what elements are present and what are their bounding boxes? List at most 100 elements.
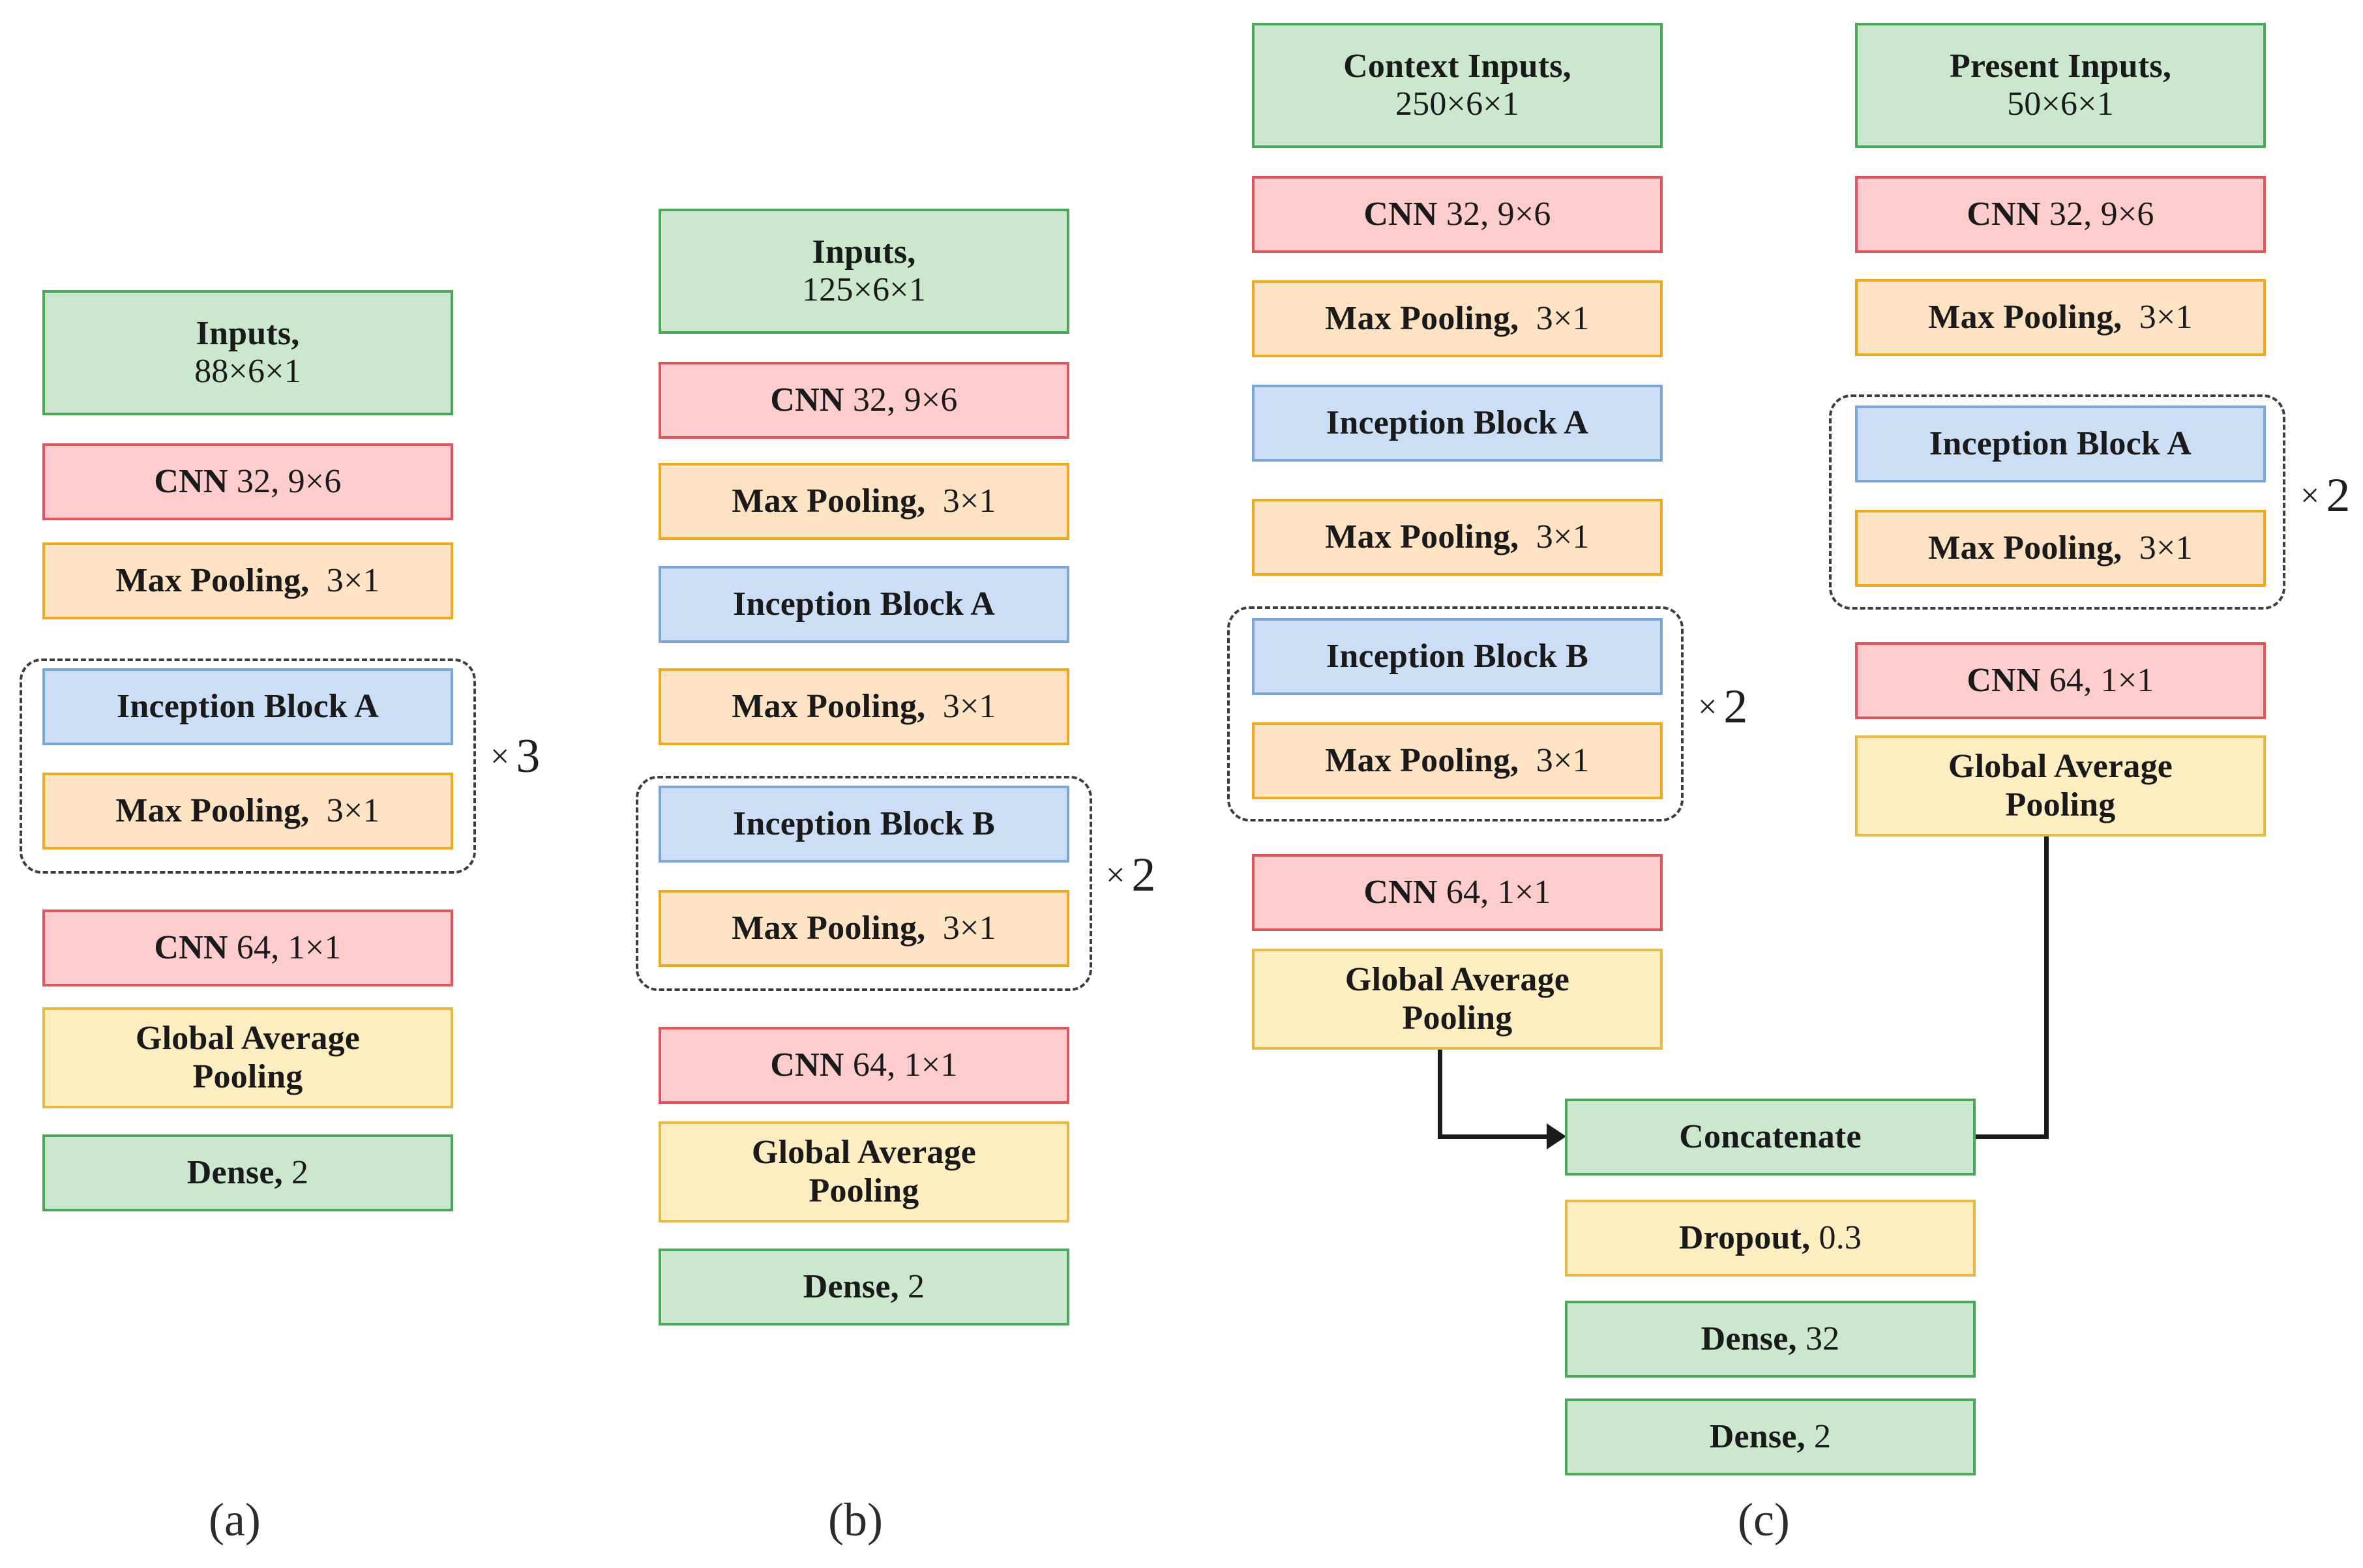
repeat-count-a: × 3 xyxy=(490,729,540,784)
layer-box-cnn64-a: CNN 64, 1×1 xyxy=(42,910,453,986)
layer-box-gap-a: Global Average Pooling xyxy=(42,1007,453,1108)
multiply-icon: × xyxy=(1106,857,1125,894)
layer-arg: 0.3 xyxy=(1819,1219,1862,1256)
layer-title: Max Pooling, xyxy=(1325,518,1519,555)
layer-arg: 2 xyxy=(908,1267,925,1305)
layer-title: Global Average xyxy=(135,1020,361,1058)
layer-box-maxpool-a-1: Max Pooling, 3×1 xyxy=(42,542,453,619)
layer-title: Global Average xyxy=(1948,748,2173,786)
layer-box-present-inputs: Present Inputs, 50×6×1 xyxy=(1855,23,2266,148)
layer-box-maxpool-b-3: Max Pooling, 3×1 xyxy=(659,890,1069,967)
multiply-icon: × xyxy=(2300,477,2320,514)
layer-title: Max Pooling, xyxy=(1928,529,2122,567)
layer-arg: 3×1 xyxy=(1536,299,1590,337)
connector-context-vertical xyxy=(1438,1050,1442,1138)
layer-arg: 32, 9×6 xyxy=(236,462,342,500)
layer-box-cnn64-c-ctx: CNN 64, 1×1 xyxy=(1252,854,1663,931)
layer-arg: 3×1 xyxy=(942,687,996,725)
layer-title: Max Pooling, xyxy=(115,561,310,599)
layer-box-maxpool-c-ctx-2: Max Pooling, 3×1 xyxy=(1252,499,1663,576)
layer-box-cnn32-b: CNN 32, 9×6 xyxy=(659,362,1069,439)
layer-title: Max Pooling, xyxy=(1325,741,1519,779)
layer-arg: 125×6×1 xyxy=(801,271,927,308)
repeat-count-value: 2 xyxy=(1131,848,1156,902)
layer-title: CNN xyxy=(1363,195,1438,233)
layer-arg: Pooling xyxy=(2005,786,2116,823)
repeat-count-c-present: × 2 xyxy=(2300,468,2350,524)
layer-title: Inputs, xyxy=(196,314,300,352)
layer-box-cnn32-c-ctx: CNN 32, 9×6 xyxy=(1252,176,1663,253)
layer-title: Global Average xyxy=(751,1134,977,1172)
layer-title: Inception Block A xyxy=(732,585,996,623)
layer-arg: 64, 1×1 xyxy=(852,1046,958,1084)
layer-box-dense2-a: Dense, 2 xyxy=(42,1134,453,1211)
layer-box-dense32: Dense, 32 xyxy=(1565,1301,1976,1378)
layer-box-maxpool-b-2: Max Pooling, 3×1 xyxy=(659,668,1069,745)
layer-title: Concatenate xyxy=(1679,1117,1862,1155)
layer-box-cnn64-c-pres: CNN 64, 1×1 xyxy=(1855,642,2266,719)
layer-title: Inception Block A xyxy=(116,687,379,725)
layer-title: Max Pooling, xyxy=(732,687,926,725)
layer-box-inputs-a: Inputs, 88×6×1 xyxy=(42,290,453,415)
layer-box-cnn32-a: CNN 32, 9×6 xyxy=(42,443,453,520)
repeat-count-value: 2 xyxy=(1723,680,1748,733)
repeat-count-b: × 2 xyxy=(1106,848,1155,903)
layer-box-maxpool-c-pres-2: Max Pooling, 3×1 xyxy=(1855,510,2266,587)
layer-box-dense2-c: Dense, 2 xyxy=(1565,1398,1976,1475)
layer-arg: Pooling xyxy=(192,1058,303,1095)
layer-title: CNN xyxy=(770,1046,844,1084)
layer-title: CNN xyxy=(1967,195,2041,233)
repeat-group-c-present xyxy=(1829,394,2285,610)
layer-title: Dense, xyxy=(1709,1417,1806,1455)
layer-box-cnn64-b: CNN 64, 1×1 xyxy=(659,1027,1069,1104)
layer-box-maxpool-a-2: Max Pooling, 3×1 xyxy=(42,773,453,850)
layer-title: Max Pooling, xyxy=(732,909,926,947)
layer-arg: 250×6×1 xyxy=(1395,85,1520,123)
multiply-icon: × xyxy=(1698,688,1717,726)
layer-title: Dropout, xyxy=(1678,1219,1811,1256)
layer-arg: 32 xyxy=(1805,1320,1840,1357)
layer-arg: 3×1 xyxy=(326,561,380,599)
layer-arg: 3×1 xyxy=(2139,298,2193,336)
connector-present-horizontal xyxy=(1956,1134,2049,1139)
panel-caption-b: (b) xyxy=(828,1494,883,1546)
connector-present-vertical xyxy=(2044,836,2049,1138)
layer-title: Dense, xyxy=(186,1153,283,1191)
layer-arg: 88×6×1 xyxy=(194,353,301,390)
layer-title: Inputs, xyxy=(812,233,916,271)
repeat-group-b xyxy=(636,776,1092,991)
layer-box-inception-a-b: Inception Block A xyxy=(659,566,1069,643)
layer-arg: 32, 9×6 xyxy=(2049,195,2154,233)
arrow-head-into-concatenate-left xyxy=(1547,1123,1566,1149)
repeat-count-c-context: × 2 xyxy=(1698,679,1747,735)
layer-box-inception-b-b: Inception Block B xyxy=(659,786,1069,863)
layer-box-gap-b: Global Average Pooling xyxy=(659,1121,1069,1222)
layer-box-gap-c-pres: Global Average Pooling xyxy=(1855,735,2266,836)
layer-arg: Pooling xyxy=(809,1172,919,1209)
repeat-count-value: 3 xyxy=(516,730,541,783)
layer-box-cnn32-c-pres: CNN 32, 9×6 xyxy=(1855,176,2266,253)
layer-title: Max Pooling, xyxy=(115,791,310,829)
layer-box-dropout: Dropout, 0.3 xyxy=(1565,1200,1976,1277)
layer-title: Dense, xyxy=(1701,1320,1797,1357)
layer-title: Max Pooling, xyxy=(732,482,926,520)
layer-box-inputs-b: Inputs, 125×6×1 xyxy=(659,209,1069,334)
connector-context-horizontal xyxy=(1438,1134,1549,1139)
layer-title: CNN xyxy=(154,462,228,500)
layer-title: Global Average xyxy=(1345,961,1570,999)
panel-caption-c: (c) xyxy=(1738,1494,1790,1546)
layer-box-maxpool-b-1: Max Pooling, 3×1 xyxy=(659,463,1069,540)
layer-title: Context Inputs, xyxy=(1343,47,1571,85)
layer-arg: 64, 1×1 xyxy=(2049,661,2154,699)
layer-title: CNN xyxy=(770,381,844,419)
layer-title: Inception Block A xyxy=(1929,424,2192,462)
multiply-icon: × xyxy=(490,738,510,775)
layer-title: CNN xyxy=(1967,661,2041,699)
layer-title: CNN xyxy=(1363,873,1438,911)
layer-arg: 2 xyxy=(1814,1417,1832,1455)
layer-title: Max Pooling, xyxy=(1325,299,1519,337)
repeat-group-a xyxy=(20,658,476,874)
layer-box-maxpool-c-ctx-1: Max Pooling, 3×1 xyxy=(1252,280,1663,357)
layer-arg: 3×1 xyxy=(326,791,380,829)
